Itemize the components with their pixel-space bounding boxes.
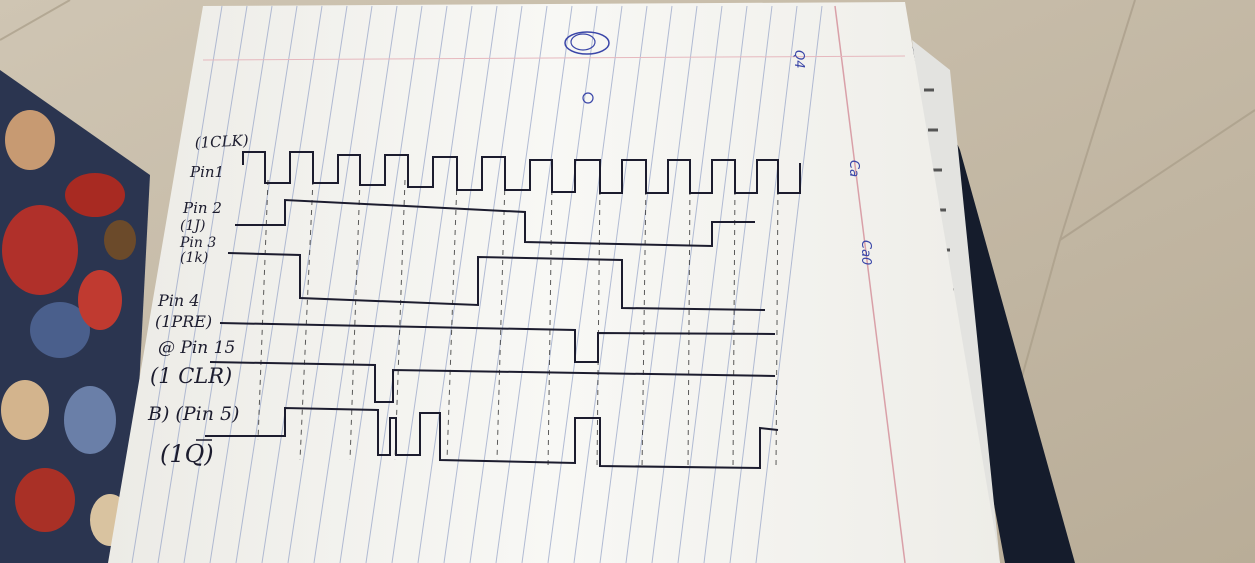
note-right-mid: Ca — [846, 160, 861, 177]
label-pin4: Pin 4 — [157, 291, 199, 310]
note-right-low: Ca0 — [858, 240, 873, 265]
label-pin2: Pin 2 — [182, 199, 222, 217]
label-pin2-sig: (1J) — [180, 218, 205, 234]
label-pin15-sig: (1 CLR) — [150, 364, 232, 388]
label-clk-name: (1CLK) — [194, 131, 249, 152]
label-pin1: Pin1 — [189, 163, 224, 181]
paper-sheet — [108, 2, 1000, 563]
label-pin5: B) (Pin 5) — [147, 403, 239, 425]
label-pin5-sig: (1Q) — [160, 440, 214, 468]
label-pin3: Pin 3 — [179, 235, 216, 251]
label-pin4-sig: (1PRE) — [155, 312, 212, 331]
label-pin3-sig: (1k) — [180, 250, 208, 266]
note-top-right: Q4 — [791, 50, 806, 69]
label-pin15: @ Pin 15 — [158, 338, 235, 358]
